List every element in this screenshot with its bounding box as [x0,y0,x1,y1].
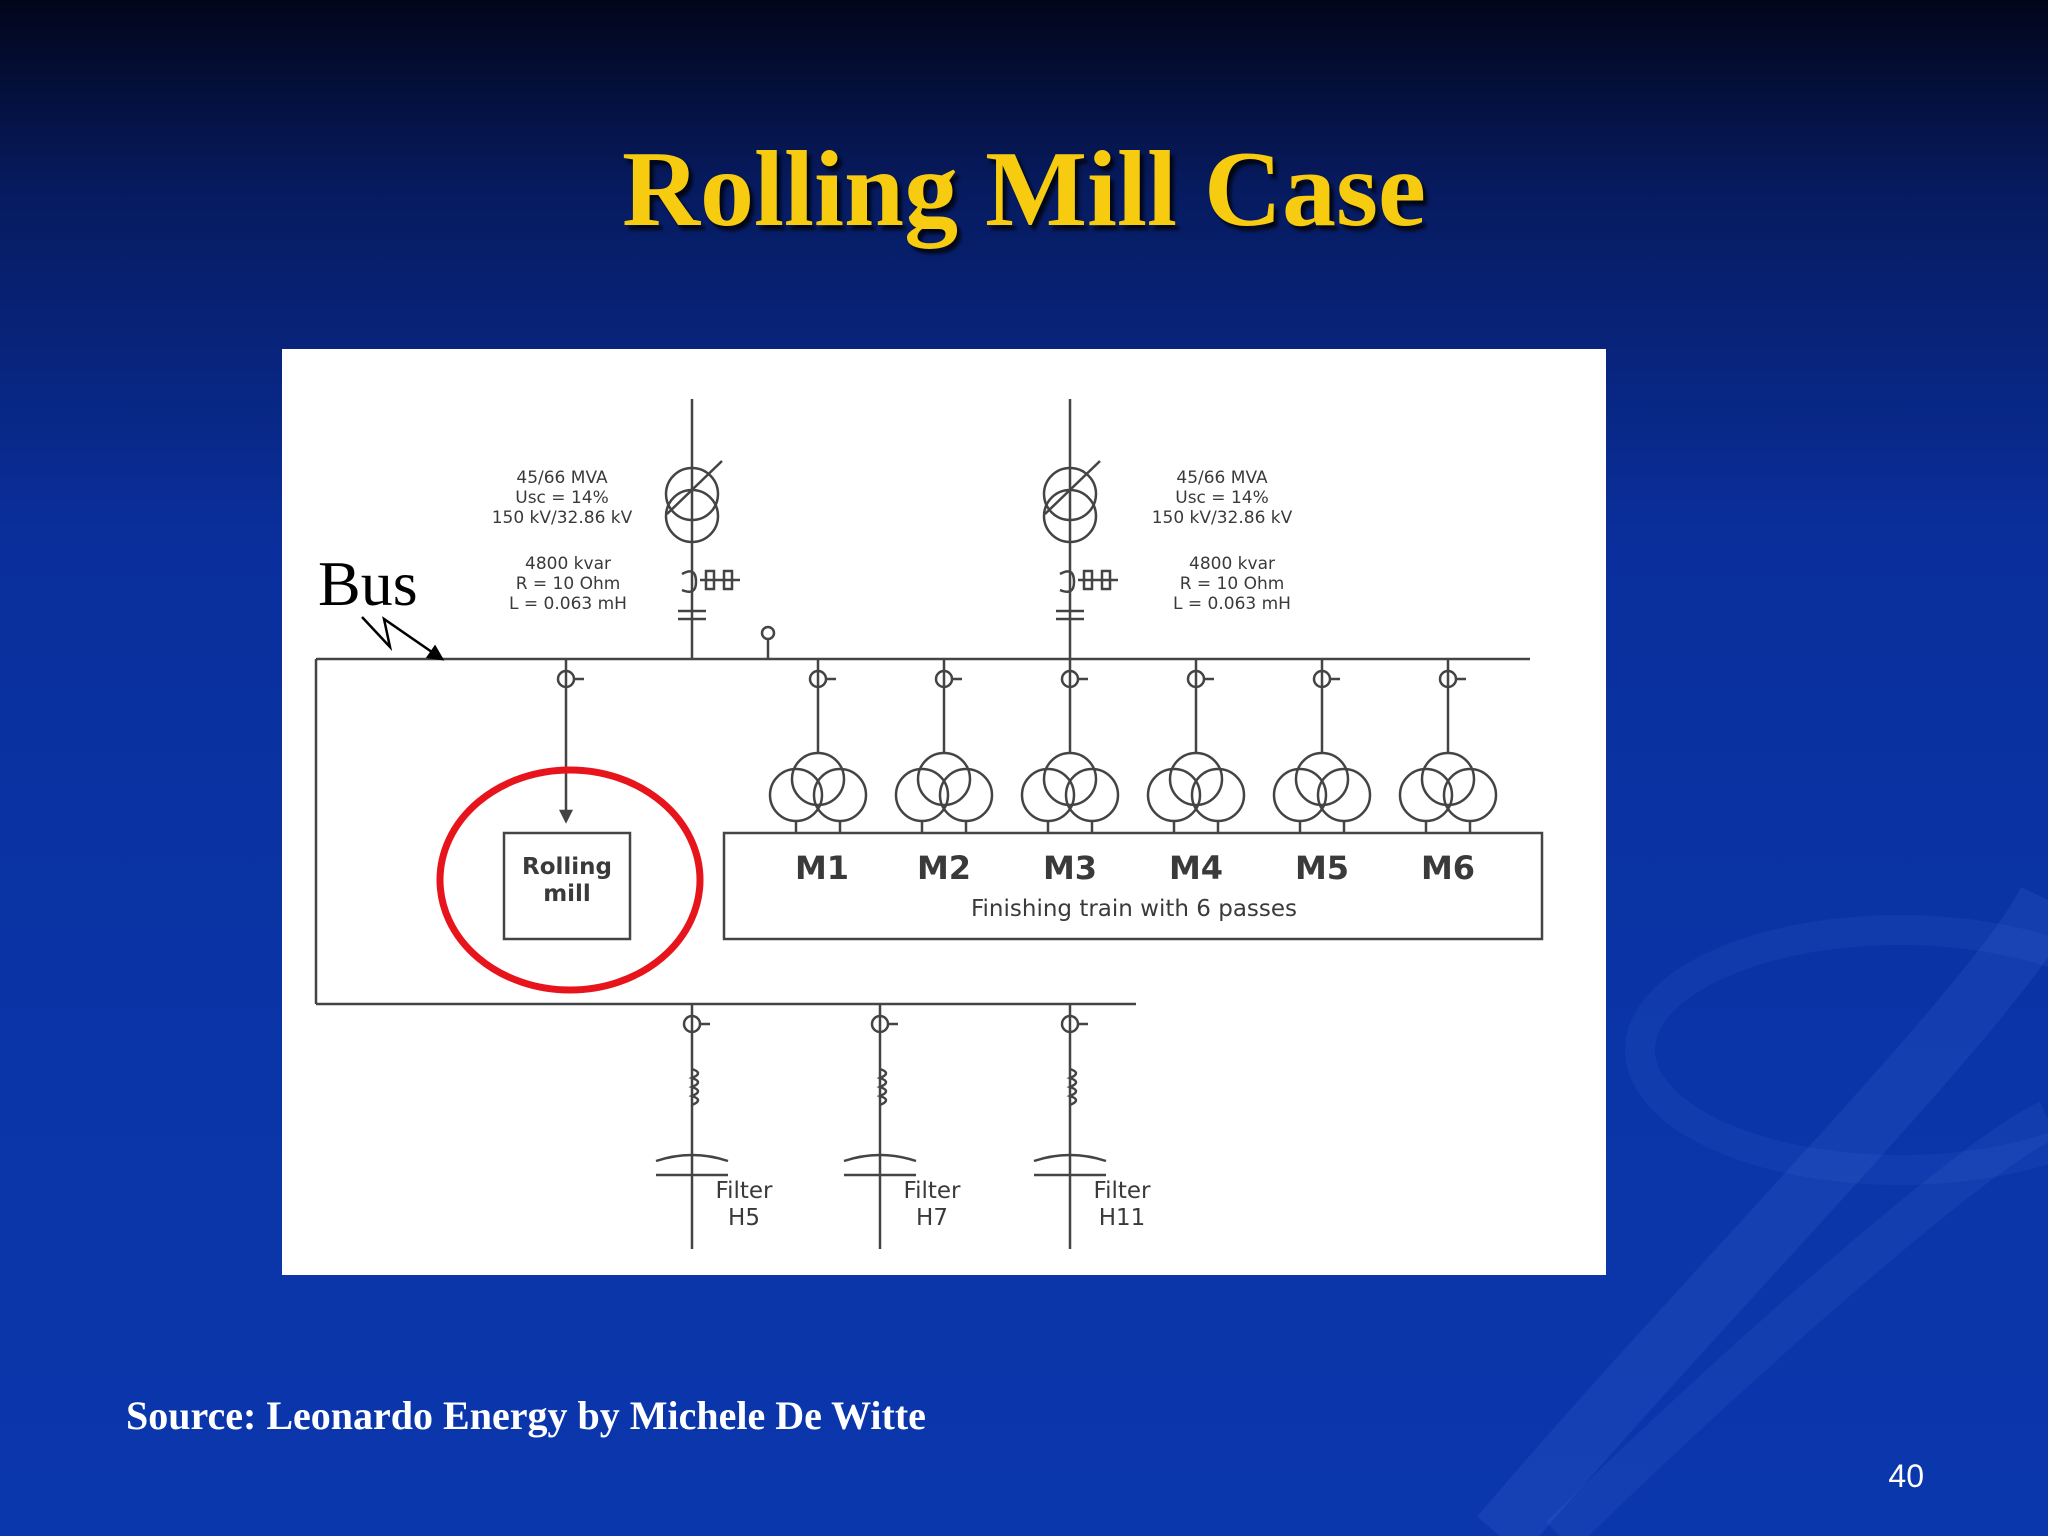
filter-name-1: H5 [728,1205,760,1231]
tr-line2: Usc = 14% [1175,488,1268,508]
cr-line2: R = 10 Ohm [1180,574,1285,594]
cl-line1: 4800 kvar [525,554,611,574]
filter-branches [655,1004,1107,1249]
three-winding-transformers [768,751,1498,833]
transformer-left-primary [664,466,720,522]
motor-label: M5 [1295,849,1349,887]
page-number: 40 [1888,1458,1924,1494]
tr-line1: 45/66 MVA [1176,468,1268,488]
filter-name-2: H7 [916,1205,948,1231]
motor-label: M1 [795,849,849,887]
single-line-diagram: 45/66 MVA Usc = 14% 150 kV/32.86 kV 45/6… [282,349,1606,1275]
motor-label: M6 [1421,849,1475,887]
motor-feeders [808,659,1466,754]
tl-line2: Usc = 14% [515,488,608,508]
tl-line3: 150 kV/32.86 kV [492,508,633,528]
tl-line1: 45/66 MVA [516,468,608,488]
motor-label: M4 [1169,849,1223,887]
bus-label: Bus [318,548,418,619]
filter-label-3: Filter [1094,1178,1152,1204]
finishing-train-box [722,831,1544,941]
slide-title: Rolling Mill Case [622,130,1426,249]
filter-label-2: Filter [904,1178,962,1204]
filter-name-3: H11 [1099,1205,1146,1231]
finishing-train-label: Finishing train with 6 passes [971,896,1297,922]
transformer-right-primary [1042,466,1098,522]
rolling-mill-label-1: Rolling [522,854,612,880]
rolling-mill-box [502,831,632,941]
rolling-mill-label-2: mill [543,881,591,907]
source-citation: Source: Leonardo Energy by Michele De Wi… [126,1393,926,1438]
rolling-mill-highlight [436,766,704,994]
cr-line3: L = 0.063 mH [1173,594,1291,614]
cr-line1: 4800 kvar [1189,554,1275,574]
motor-label: M2 [917,849,971,887]
bus-arrow [361,616,445,661]
cl-line3: L = 0.063 mH [509,594,627,614]
tr-line3: 150 kV/32.86 kV [1152,508,1293,528]
cl-line2: R = 10 Ohm [516,574,621,594]
filter-label-1: Filter [716,1178,774,1204]
motor-label: M3 [1043,849,1097,887]
